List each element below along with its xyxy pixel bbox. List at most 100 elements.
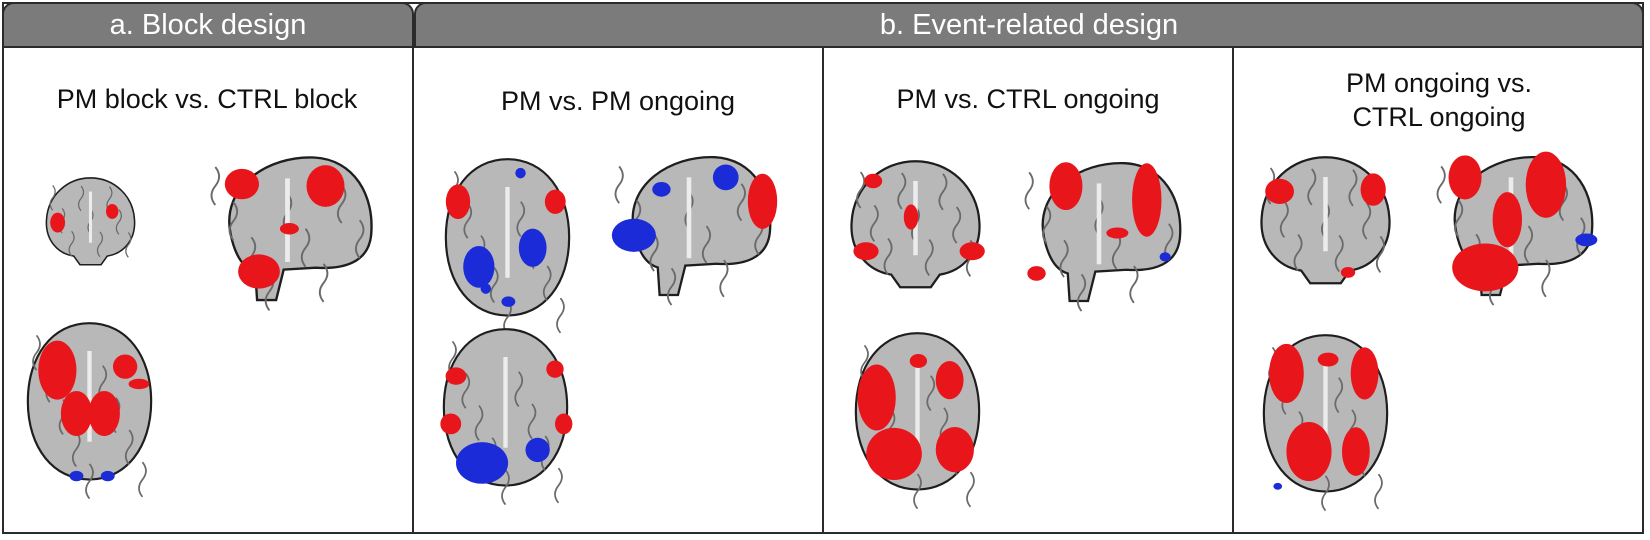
sulcus-line — [966, 471, 975, 508]
sulcus-line — [336, 184, 347, 224]
activation-blob-positive — [1525, 151, 1567, 218]
sulcus-line — [883, 238, 893, 276]
axial-slice-graphic — [854, 332, 981, 510]
sagittal-slice-graphic — [1436, 151, 1598, 306]
sulcus-line — [1059, 239, 1069, 278]
sulcus-line — [1293, 234, 1303, 272]
coronal-slice-brain — [1258, 150, 1393, 285]
panel-pm-block-vs-ctrl-block: PM block vs. CTRL block — [2, 48, 414, 534]
activation-blob-positive — [38, 340, 77, 400]
activation-blob-negative — [69, 470, 84, 482]
activation-blob-negative — [463, 246, 495, 288]
sulcus-line — [1042, 205, 1052, 244]
axial-slice-brain — [1260, 330, 1391, 512]
sulcus-line — [1541, 259, 1551, 298]
activation-blob-positive — [903, 204, 919, 230]
activation-blob-positive — [1269, 343, 1304, 403]
sulcus-line — [1375, 235, 1385, 273]
sulcus-line — [1076, 273, 1087, 312]
activation-blob-negative — [456, 442, 509, 484]
activation-blob-positive — [853, 242, 879, 261]
activation-blob-positive — [866, 427, 922, 480]
coronal-slice-brain — [44, 173, 137, 266]
activation-blob-positive — [1286, 422, 1332, 482]
sulcus-line — [1307, 168, 1317, 206]
sulcus-line — [1558, 183, 1568, 222]
sulcus-line — [318, 263, 329, 303]
axial-slice-brain — [440, 324, 573, 506]
header-event-related-design: b. Event-related design — [414, 2, 1644, 48]
activation-blob-positive — [445, 184, 471, 220]
sulcus-line — [138, 461, 147, 498]
sulcus-line — [461, 372, 471, 409]
activation-blob-positive — [1350, 347, 1379, 400]
sulcus-line — [300, 228, 311, 268]
sagittal-slice-brain — [1016, 154, 1182, 312]
activation-blob-positive — [112, 354, 138, 379]
activation-blob-positive — [1360, 173, 1386, 206]
activation-blob-positive — [1132, 163, 1162, 237]
sulcus-line — [614, 165, 624, 204]
activation-blob-positive — [1317, 352, 1339, 367]
activation-blob-positive — [1265, 178, 1294, 204]
axial-slice-brain — [852, 328, 983, 510]
sulcus-line — [1454, 199, 1464, 238]
coronal-slice-graphic — [850, 160, 985, 289]
sulcus-line — [924, 238, 934, 277]
activation-blob-positive — [106, 204, 119, 219]
activation-blob-positive — [1106, 227, 1129, 239]
activation-blob-positive — [128, 378, 150, 390]
sulcus-line — [952, 206, 962, 244]
axial-slice-graphic — [26, 322, 153, 500]
sulcus-line — [913, 473, 922, 510]
panel-title: PM vs. CTRL ongoing — [896, 84, 1160, 114]
coronal-slice-brain — [848, 154, 985, 289]
header-block-label: a. Block design — [109, 8, 307, 41]
activation-blob-negative — [518, 228, 547, 267]
sulcus-line — [71, 431, 81, 468]
panel-pm-vs-ctrl-ongoing: PM vs. CTRL ongoing — [824, 48, 1234, 534]
activation-blob-positive — [857, 364, 896, 431]
activation-blob-negative — [515, 167, 526, 179]
axial-slice-graphic — [1262, 334, 1389, 512]
sagittal-slice-brain — [606, 148, 778, 306]
activation-blob-negative — [480, 283, 491, 294]
sulcus-line — [1129, 265, 1139, 304]
sulcus-line — [719, 259, 729, 298]
activation-blob-positive — [224, 168, 259, 200]
sulcus-line — [32, 334, 41, 371]
activation-blob-negative — [501, 296, 516, 307]
header-event-label: b. Event-related design — [879, 8, 1179, 41]
sulcus-line — [938, 173, 948, 211]
sulcus-line — [1362, 202, 1372, 240]
sulcus-line — [85, 463, 94, 500]
header-block-design: a. Block design — [2, 2, 414, 48]
sulcus-line — [736, 183, 746, 222]
sulcus-line — [1436, 165, 1446, 204]
panel-pm-ongoing-vs-ctrl-ongoing: PM ongoing vs. CTRL ongoing — [1234, 48, 1644, 534]
panel-title: PM ongoing vs. CTRL ongoing — [1345, 68, 1533, 132]
activation-blob-positive — [1340, 267, 1356, 278]
sulcus-line — [554, 467, 563, 504]
panel-title: PM vs. PM ongoing — [500, 86, 736, 116]
sulcus-line — [96, 231, 104, 258]
sulcus-line — [1334, 377, 1344, 414]
sagittal-slice-graphic — [210, 156, 373, 312]
sulcus-line — [527, 403, 537, 440]
sulcus-line — [489, 267, 499, 304]
activation-blob-positive — [445, 367, 467, 385]
activation-blob-positive — [864, 173, 883, 189]
sulcus-line — [1523, 225, 1534, 264]
activation-blob-positive — [440, 413, 462, 435]
sulcus-line — [1321, 475, 1330, 512]
activation-blob-negative — [1575, 233, 1598, 247]
axial-slice-graphic — [440, 328, 573, 506]
activation-blob-positive — [935, 361, 964, 400]
activation-blob-positive — [546, 360, 564, 378]
activation-blob-positive — [935, 427, 974, 473]
activation-blob-positive — [88, 390, 120, 437]
axial-slice-brain — [442, 154, 573, 336]
brain-outline — [631, 156, 772, 297]
sulcus-line — [501, 469, 510, 506]
activation-blob-positive — [909, 354, 928, 368]
